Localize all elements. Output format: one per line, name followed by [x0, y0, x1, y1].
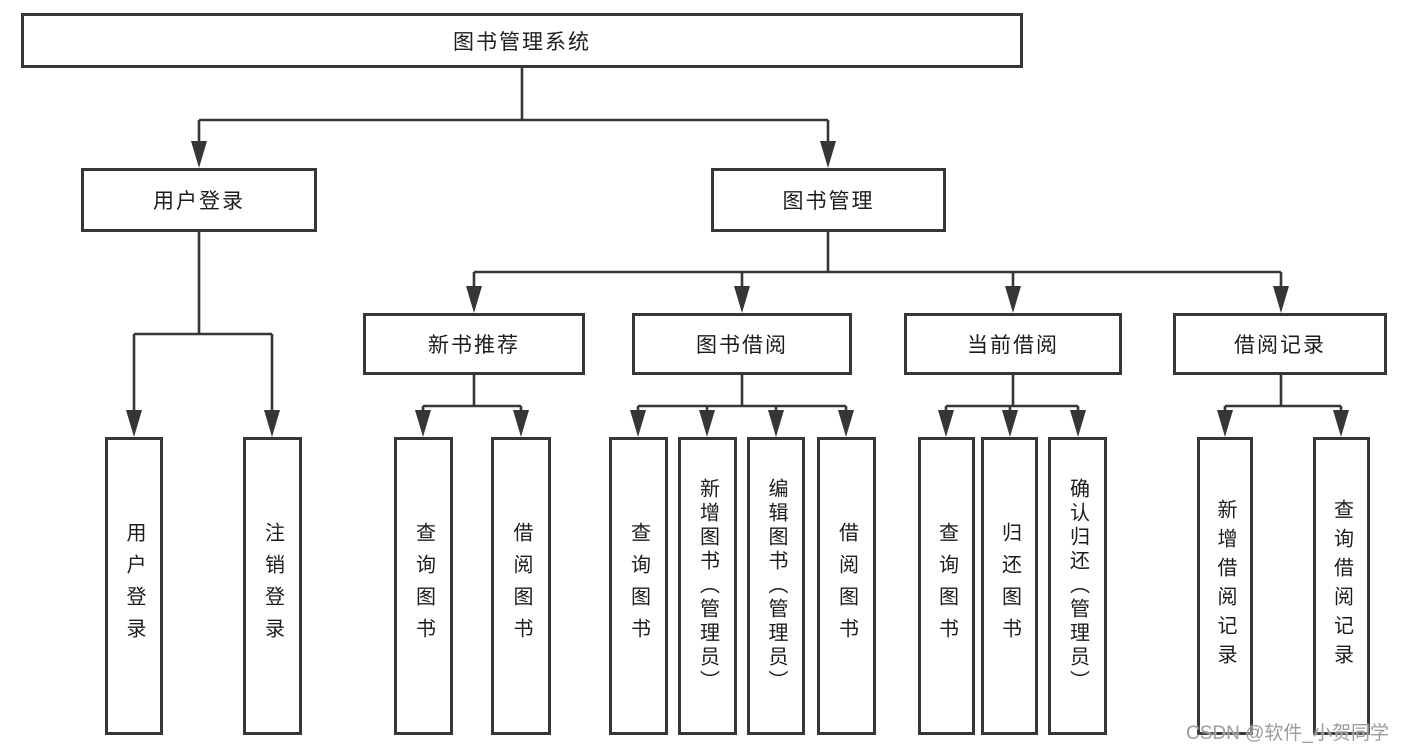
leaf-label: 新增借阅记录: [1214, 499, 1236, 673]
leaf-label: 注销登录: [261, 522, 284, 650]
arrowhead-icon: [513, 410, 529, 437]
leaf-query-borrow-record: 查询借阅记录: [1313, 437, 1370, 735]
leaf-label: 新增图书（管理员）: [696, 478, 719, 694]
arrowhead-icon: [820, 141, 836, 168]
arrowhead-icon: [1273, 286, 1289, 313]
arrowhead-icon: [1005, 286, 1021, 313]
arrowhead-icon: [191, 141, 207, 168]
node-current-borrowing: 当前借阅: [904, 313, 1122, 375]
leaf-label: 确认归还（管理员）: [1066, 478, 1089, 694]
arrowhead-icon: [699, 410, 715, 437]
leaf-add-borrow-record: 新增借阅记录: [1197, 437, 1253, 735]
arrowhead-icon: [734, 286, 750, 313]
leaf-label: 借阅图书: [510, 522, 532, 650]
leaf-label: 查询图书: [412, 522, 435, 650]
node-label: 用户登录: [153, 190, 245, 213]
leaf-return-books: 归还图书: [981, 437, 1038, 735]
arrowhead-icon: [466, 286, 482, 313]
node-borrowing-records: 借阅记录: [1173, 313, 1387, 375]
leaf-query-books: 查询图书: [609, 437, 668, 735]
leaf-confirm-return-admin: 确认归还（管理员）: [1048, 437, 1107, 735]
node-label: 借阅记录: [1234, 334, 1326, 357]
node-library-management-system: 图书管理系统: [21, 13, 1023, 68]
leaf-borrow-books: 借阅图书: [491, 437, 551, 735]
node-book-management-branch: 图书管理: [711, 168, 946, 232]
leaf-label: 借阅图书: [835, 522, 858, 650]
leaf-user-login: 用户登录: [105, 437, 163, 735]
node-label: 新书推荐: [428, 334, 520, 357]
node-new-book-recommendation: 新书推荐: [363, 313, 585, 375]
node-label: 图书借阅: [696, 334, 788, 357]
leaf-label: 编辑图书（管理员）: [765, 478, 787, 694]
arrowhead-icon: [1333, 410, 1349, 437]
node-label: 图书管理系统: [453, 30, 591, 54]
leaf-logout: 注销登录: [243, 437, 302, 735]
leaf-label: 归还图书: [998, 522, 1021, 650]
node-label: 图书管理: [782, 190, 875, 213]
leaf-edit-books-admin: 编辑图书（管理员）: [747, 437, 805, 735]
node-user-login-branch: 用户登录: [81, 168, 317, 232]
arrowhead-icon: [415, 410, 431, 437]
arrowhead-icon: [768, 410, 784, 437]
arrowhead-icon: [1002, 410, 1018, 437]
leaf-add-books-admin: 新增图书（管理员）: [678, 437, 737, 735]
leaf-borrow-books: 借阅图书: [817, 437, 876, 735]
leaf-label: 查询借阅记录: [1330, 499, 1353, 673]
arrowhead-icon: [126, 410, 142, 437]
node-label: 当前借阅: [967, 334, 1059, 357]
leaf-label: 用户登录: [123, 522, 145, 650]
leaf-label: 查询图书: [627, 522, 650, 650]
arrowhead-icon: [1217, 410, 1233, 437]
arrowhead-icon: [938, 410, 954, 437]
arrowhead-icon: [1070, 410, 1086, 437]
csdn-watermark: CSDN @软件_小贺同学: [1186, 723, 1389, 744]
node-book-borrowing: 图书借阅: [632, 313, 852, 375]
arrowhead-icon: [264, 410, 280, 437]
leaf-query-books: 查询图书: [394, 437, 453, 735]
leaf-query-books: 查询图书: [918, 437, 975, 735]
leaf-label: 查询图书: [935, 522, 958, 650]
arrowhead-icon: [630, 410, 646, 437]
arrowhead-icon: [838, 410, 854, 437]
